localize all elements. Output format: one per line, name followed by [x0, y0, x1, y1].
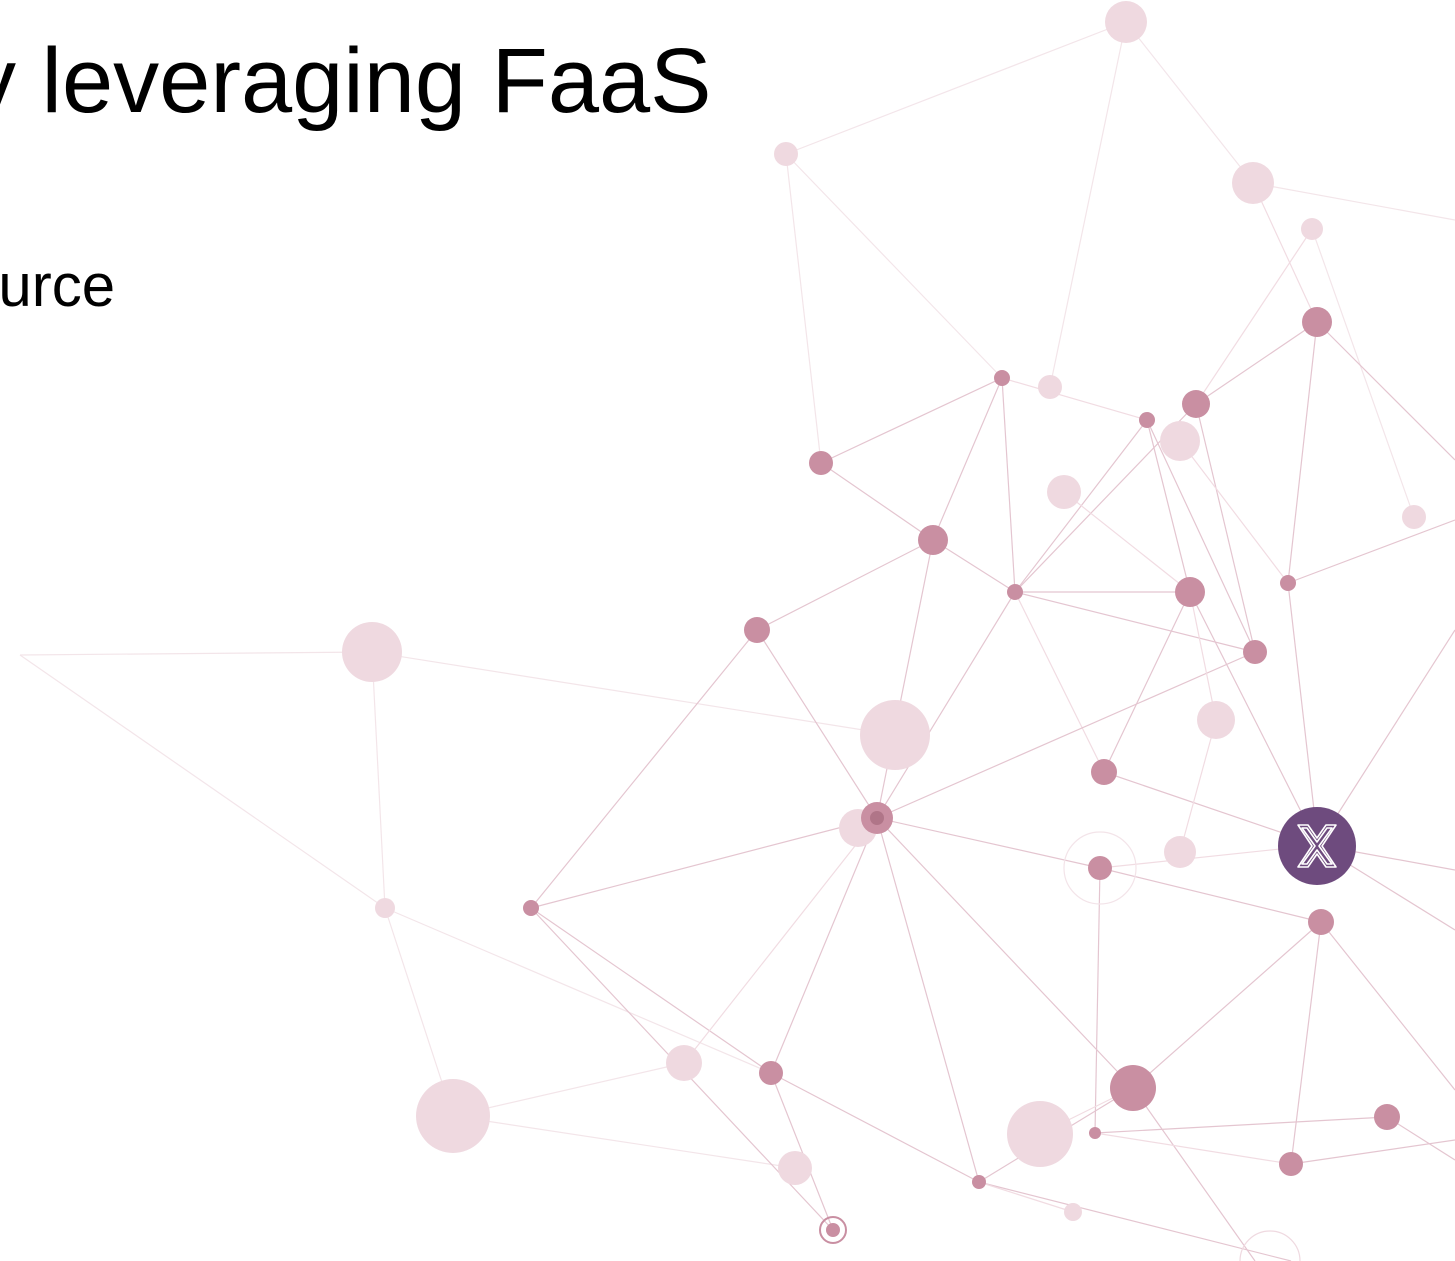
bullet-text: ource — [0, 246, 400, 326]
slide-title-text: tly leveraging FaaS — [0, 30, 712, 132]
network-nodes-strong — [523, 307, 1400, 1244]
x-logo-icon — [1278, 807, 1356, 885]
bullet-text-label: ource — [0, 252, 116, 319]
x-logo-glyph — [1297, 824, 1337, 868]
slide-title: tly leveraging FaaS — [0, 22, 1455, 142]
network-nodes-light — [342, 1, 1426, 1261]
network-edges — [19, 21, 1455, 1261]
